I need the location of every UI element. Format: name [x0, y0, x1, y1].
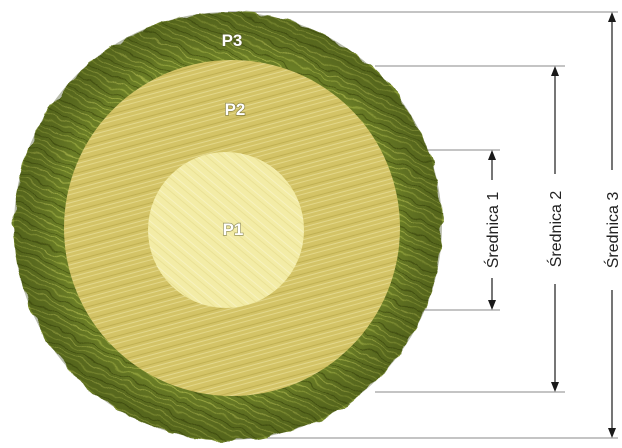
dimension-2-label: Średnica 2: [546, 191, 565, 268]
dimension-3-arrow-down: [608, 428, 616, 438]
dimension-1-arrow-up: [488, 150, 496, 160]
bale-cross-section: [14, 12, 442, 440]
dimension-1: Średnica 1: [483, 150, 502, 310]
dimension-2-arrow-down: [551, 382, 559, 392]
zone-labels: P3 P2 P1: [221, 30, 246, 239]
dimension-3: Średnica 3: [603, 12, 622, 438]
dimension-1-label: Średnica 1: [483, 192, 502, 269]
zone-label-p1: P1: [223, 220, 244, 239]
dimension-3-arrow-up: [608, 12, 616, 22]
zone-label-p3: P3: [222, 31, 243, 50]
dimension-3-label: Średnica 3: [603, 192, 622, 269]
dimension-2-arrow-up: [551, 66, 559, 76]
zone-p1: [148, 152, 304, 308]
dimension-2: Średnica 2: [546, 66, 565, 392]
dimension-1-arrow-down: [488, 300, 496, 310]
zone-label-p2: P2: [225, 100, 246, 119]
